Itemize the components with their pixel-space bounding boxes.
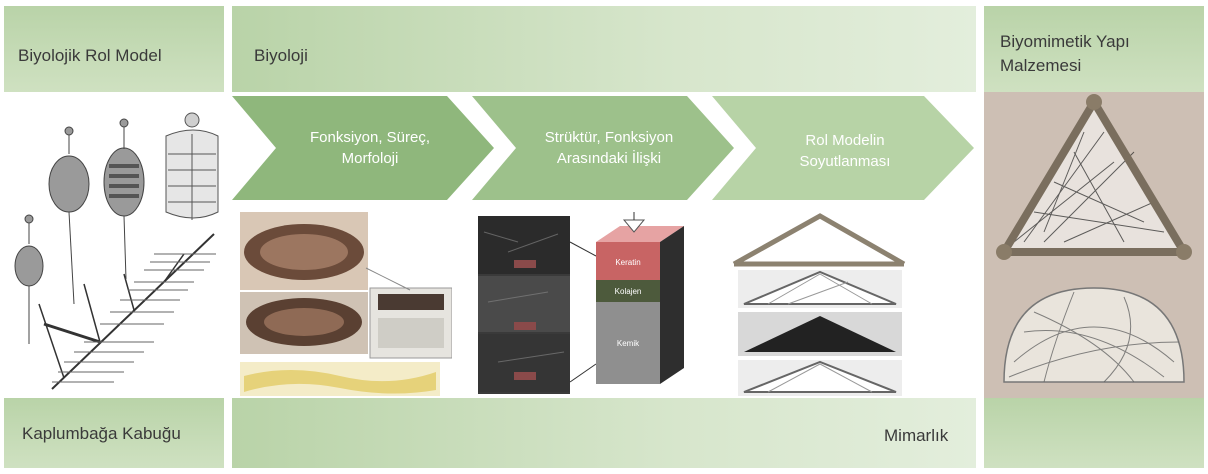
- shell-layer-diagram: Keratin Kolajen Kemik: [478, 212, 684, 394]
- middle-panel-caption: Mimarlık: [884, 426, 949, 445]
- step-1-label: Fonksiyon, Süreç,Morfoloji: [309, 129, 431, 167]
- layer-label-kolajen: Kolajen: [615, 287, 642, 296]
- layer-label-kemik: Kemik: [617, 339, 640, 348]
- left-panel-title: Biyolojik Rol Model: [18, 46, 162, 65]
- turtle-shell-photos: [240, 212, 452, 396]
- biomimetic-material-render: [996, 94, 1192, 383]
- layer-label-keratin: Keratin: [615, 258, 640, 267]
- left-panel-header: Biyolojik Rol Model: [4, 6, 224, 92]
- left-panel-caption: Kaplumbağa Kabuğu: [22, 424, 181, 443]
- left-panel-footer: Kaplumbağa Kabuğu: [4, 398, 224, 468]
- right-panel-title: Biyomimetik Yapı Malzemesi: [1000, 32, 1130, 75]
- process-arrows: [232, 96, 974, 200]
- turtle-phylogeny-illustration: [14, 112, 219, 390]
- step-arrow-1: [232, 96, 494, 200]
- abstraction-model: [732, 213, 906, 396]
- step-arrow-3: [712, 96, 974, 200]
- middle-panel-title: Biyoloji: [254, 46, 308, 65]
- right-panel-header: Biyomimetik Yapı Malzemesi: [984, 6, 1204, 92]
- middle-panel-footer: Mimarlık: [232, 398, 976, 468]
- middle-panel-header: Biyoloji: [232, 6, 976, 92]
- right-panel-footer: [984, 398, 1204, 468]
- step-arrow-2: [472, 96, 734, 200]
